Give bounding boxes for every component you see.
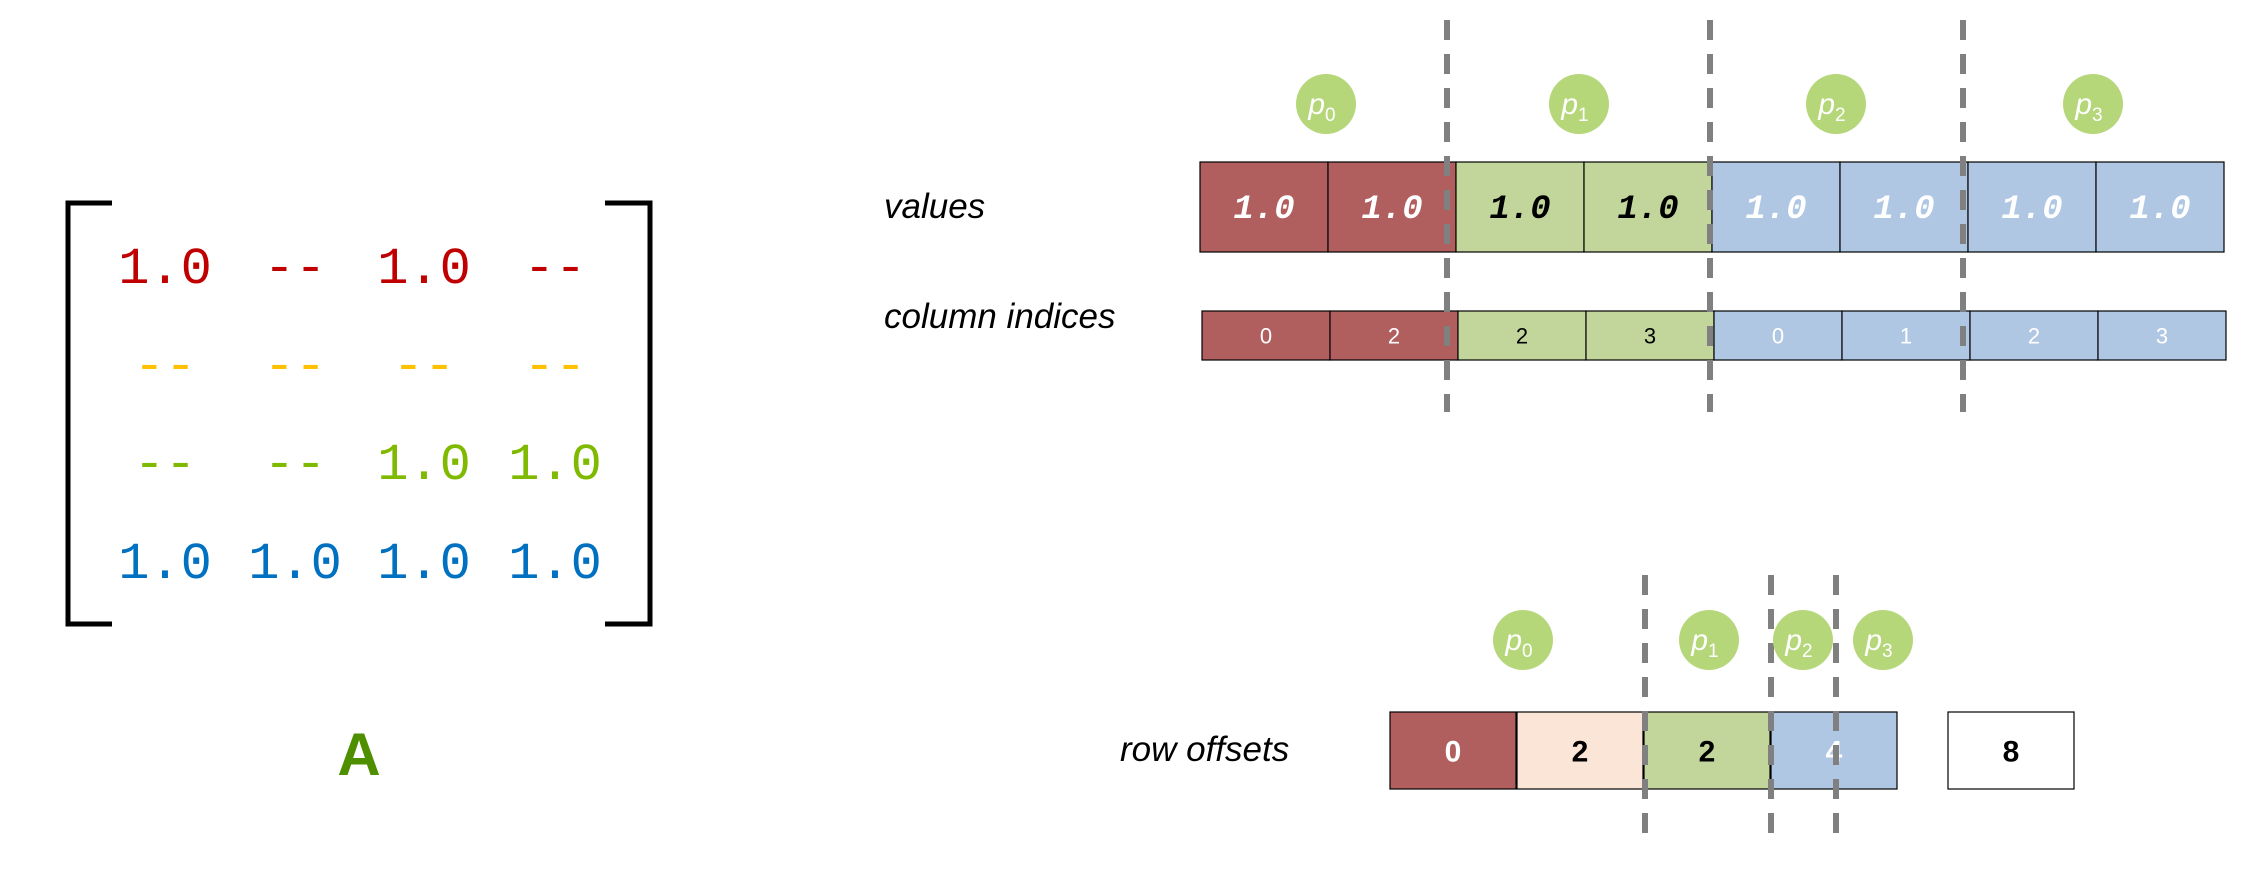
matrix-cells: 1.0 -- 1.0 -- -- -- -- -- -- -- 1.0 1.0 1.0 1.0 1.0 1.0 — [118, 240, 602, 594]
values-cell-text: 1.0 — [1489, 191, 1550, 229]
values-cell — [1711, 161, 1841, 253]
row-offset-cell — [1389, 711, 1517, 790]
partition-badge — [1853, 610, 1913, 670]
column-index-text: 2 — [1388, 324, 1400, 349]
matrix-cell: -- — [264, 338, 326, 397]
matrix-cell: -- — [524, 240, 586, 299]
partition-badge-label: p3 — [2074, 88, 2102, 126]
matrix-cell: -- — [264, 240, 326, 299]
column-indices-label: column indices — [884, 297, 1116, 336]
matrix-label: A — [337, 721, 380, 788]
values-label: values — [884, 187, 985, 226]
column-index-cell — [1841, 310, 1971, 361]
matrix-cell: -- — [134, 436, 196, 495]
column-index-text: 3 — [1644, 324, 1656, 349]
row-offset-cell — [1516, 711, 1644, 790]
partition-badge-label: p0 — [1504, 624, 1532, 662]
row-offset-text: 2 — [1699, 736, 1716, 769]
column-index-text: 3 — [2156, 324, 2168, 349]
right-bracket — [605, 200, 653, 627]
row-offsets-array: 02248 — [1389, 711, 2075, 790]
matrix-cell: -- — [524, 338, 586, 397]
column-index-text: 0 — [1260, 324, 1272, 349]
bottom-dividers — [1642, 575, 1839, 840]
values-cell-text: 1.0 — [1233, 191, 1294, 229]
matrix-cell: 1.0 — [508, 436, 602, 495]
partition-badge-label: p0 — [1307, 88, 1335, 126]
values-cell-text: 1.0 — [1617, 191, 1678, 229]
values-cell-text: 1.0 — [1361, 191, 1422, 229]
matrix-cell: 1.0 — [118, 240, 212, 299]
column-index-cell — [1969, 310, 2099, 361]
partition-badge-label: p3 — [1864, 624, 1892, 662]
column-index-cell — [1201, 310, 1331, 361]
matrix-cell: 1.0 — [377, 240, 471, 299]
matrix-cell: 1.0 — [508, 535, 602, 594]
values-cell — [1967, 161, 2097, 253]
matrix-cell: 1.0 — [118, 535, 212, 594]
column-index-cell — [1713, 310, 1843, 361]
matrix-cell: -- — [264, 436, 326, 495]
row-offset-text: 0 — [1445, 736, 1462, 769]
matrix-cell: -- — [134, 338, 196, 397]
matrix-cell: -- — [393, 338, 455, 397]
partition-badge-label: p2 — [1784, 624, 1812, 662]
partition-badge — [1493, 610, 1553, 670]
values-cell — [1199, 161, 1329, 253]
values-cell-text: 1.0 — [1745, 191, 1806, 229]
row-offset-cell — [1947, 711, 2075, 790]
partition-badge — [1773, 610, 1833, 670]
values-cell-text: 1.0 — [2129, 191, 2190, 229]
values-cell — [1583, 161, 1713, 253]
row-offset-text: 2 — [1572, 736, 1589, 769]
partition-badge — [1549, 74, 1609, 134]
column-index-cell — [1585, 310, 1715, 361]
values-cell — [2095, 161, 2225, 253]
partition-badge — [1296, 74, 1356, 134]
partition-badge-label: p2 — [1817, 88, 1845, 126]
partition-badges-top: p0 p1 p2 p3 — [1296, 74, 2123, 134]
values-array: 1.0 1.0 1.0 1.0 1.0 1.0 1.0 1.0 — [1199, 161, 2225, 253]
column-index-text: 1 — [1900, 324, 1912, 349]
partition-badge — [1679, 610, 1739, 670]
matrix-cell: 1.0 — [377, 436, 471, 495]
partition-badge-label: p1 — [1560, 88, 1588, 126]
column-index-text: 0 — [1772, 324, 1784, 349]
partition-badge — [2063, 74, 2123, 134]
column-index-text: 2 — [1516, 324, 1528, 349]
column-indices-array: 0 2 2 3 0 1 2 3 — [1201, 310, 2227, 361]
partition-badge — [1806, 74, 1866, 134]
values-cell-text: 1.0 — [2001, 191, 2062, 229]
matrix-cell: 1.0 — [248, 535, 342, 594]
values-cell — [1839, 161, 1969, 253]
matrix-cell: 1.0 — [377, 535, 471, 594]
values-cell-text: 1.0 — [1873, 191, 1934, 229]
partition-badge-label: p1 — [1690, 624, 1718, 662]
row-offset-text: 8 — [2003, 736, 2020, 769]
column-index-cell — [1329, 310, 1459, 361]
row-offsets-label: row offsets — [1120, 730, 1289, 769]
column-index-cell — [1457, 310, 1587, 361]
left-bracket — [65, 200, 112, 627]
values-cell — [1327, 161, 1457, 253]
column-index-text: 2 — [2028, 324, 2040, 349]
partition-badges-bottom: p0 p1 p2 p3 — [1493, 610, 1913, 670]
row-offset-cell — [1643, 711, 1771, 790]
column-index-cell — [2097, 310, 2227, 361]
